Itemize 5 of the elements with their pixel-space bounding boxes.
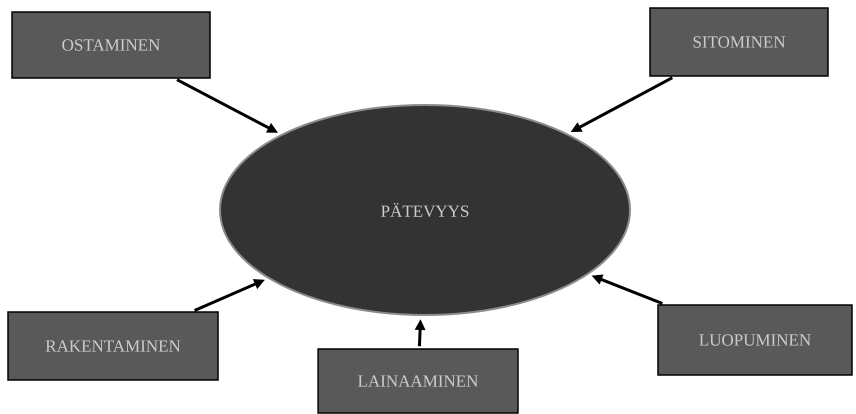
- term-box: SITOMINEN: [649, 7, 829, 77]
- term-box: LAINAAMINEN: [317, 348, 519, 414]
- term-box: OSTAMINEN: [11, 11, 211, 79]
- term-box: RAKENTAMINEN: [7, 311, 219, 381]
- term-box: LUOPUMINEN: [657, 304, 853, 376]
